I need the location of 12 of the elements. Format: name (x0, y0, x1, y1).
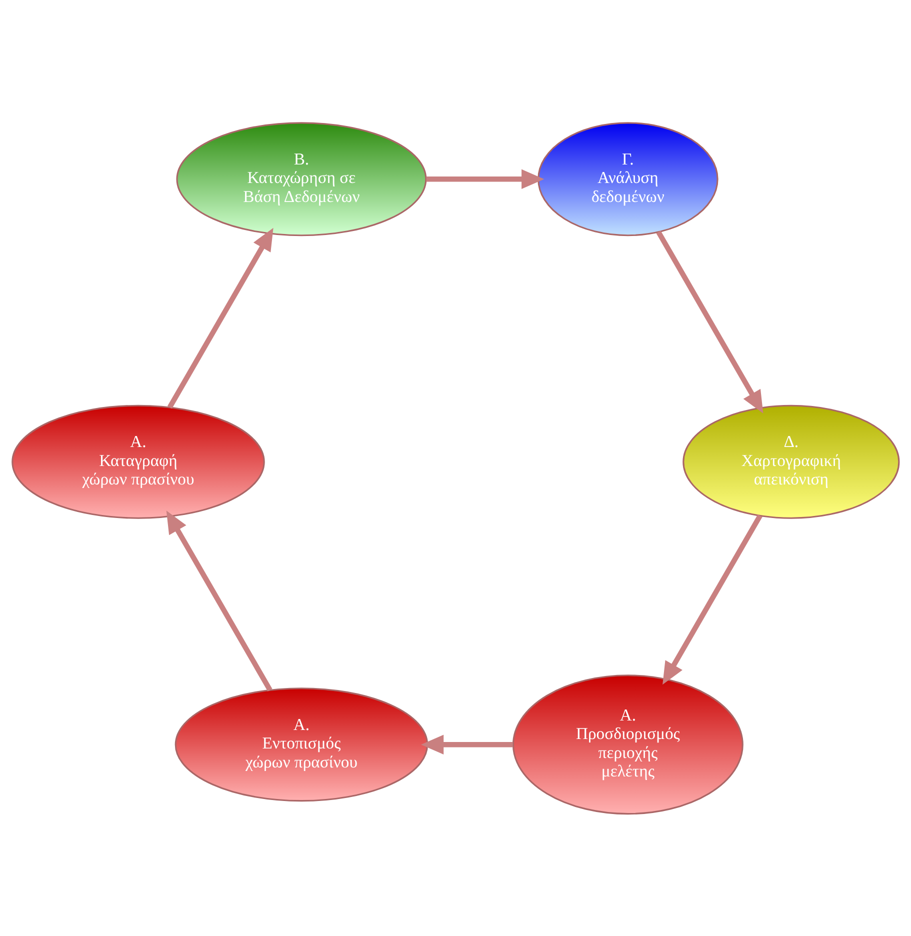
arrow (662, 514, 762, 684)
node-ellipse: Β. Καταχώρηση σε Βάση Δεδομένων (176, 122, 427, 236)
node-ellipse: Α. Καταγραφή χώρων πρασίνου (12, 404, 265, 518)
node-ellipse: Α. Εντοπισμός χώρων πρασίνου (174, 687, 428, 802)
arrow (167, 227, 274, 408)
arrow (166, 510, 272, 691)
node-ellipse: Γ. Ανάλυση δεδομένων (538, 122, 718, 236)
node-ellipse: Δ. Χαρτογραφική απεικόνιση (682, 404, 900, 518)
arrow (426, 168, 544, 189)
node-ellipse: Α. Προσδιορισμός περιοχής μελέτης (512, 674, 744, 814)
arrow (420, 734, 513, 754)
arrow (656, 230, 764, 413)
